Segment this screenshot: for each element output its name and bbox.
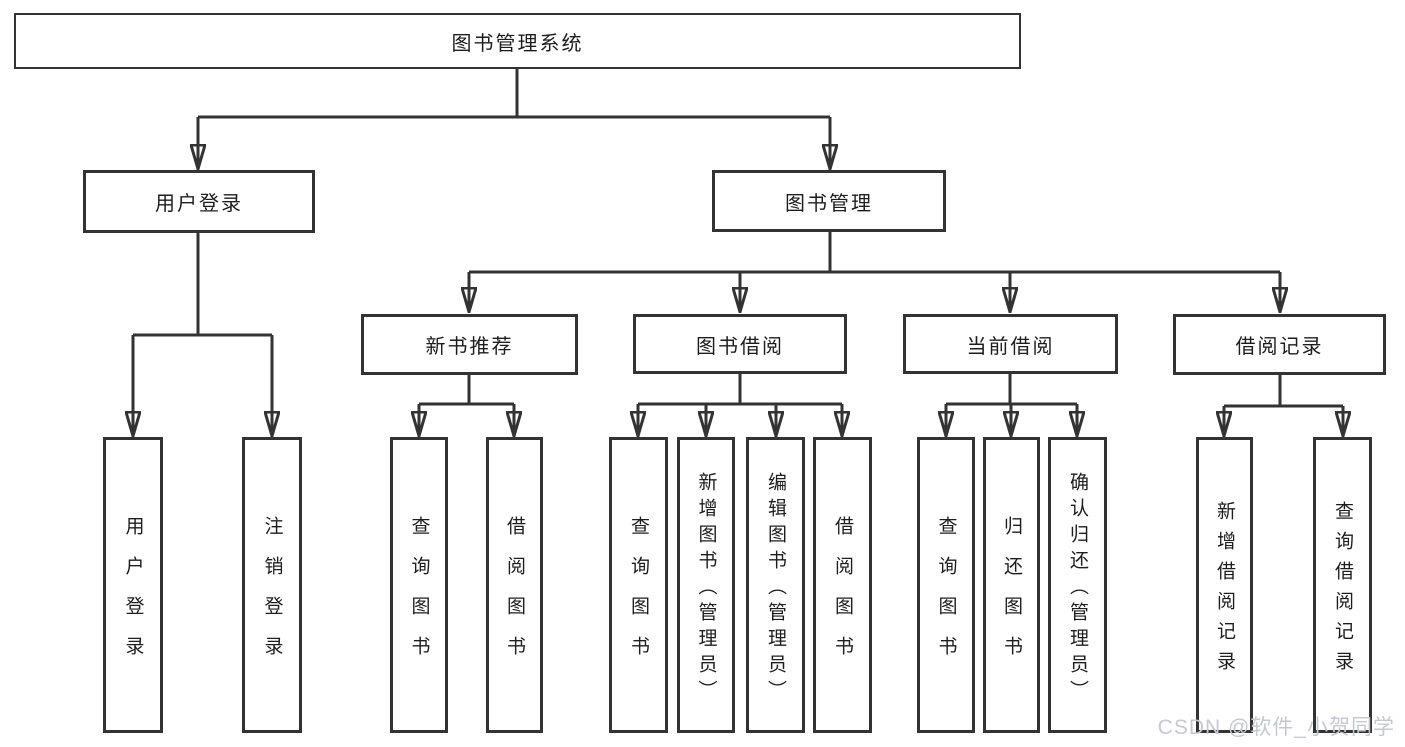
leaf-add-borrow-record: 新增借阅记录 <box>1196 437 1253 733</box>
trunk-new-book-recommend <box>419 375 514 406</box>
leaf-borrow-books-1-label: 借阅图书 <box>504 515 525 676</box>
node-root: 图书管理系统 <box>14 13 1021 69</box>
node-borrow-records-label: 借阅记录 <box>1235 336 1324 358</box>
leaf-query-books-1: 查询图书 <box>390 437 448 733</box>
leaf-user-login: 用户登录 <box>103 437 163 733</box>
leaf-user-login-label: 用户登录 <box>122 515 144 676</box>
trunk-current-borrow <box>946 374 1077 406</box>
node-borrow-records: 借阅记录 <box>1173 314 1386 375</box>
leaf-edit-book-admin-label: 编辑图书（管理员） <box>765 471 786 706</box>
node-current-borrow: 当前借阅 <box>903 314 1118 374</box>
trunk-book-borrow <box>638 374 842 406</box>
node-root-label: 图书管理系统 <box>451 32 584 55</box>
leaf-query-borrow-record-label: 查询借阅记录 <box>1332 500 1353 681</box>
leaf-borrow-books-2-label: 借阅图书 <box>832 515 853 676</box>
trunk-root <box>198 69 830 119</box>
node-user-login: 用户登录 <box>83 170 315 233</box>
leaf-query-borrow-record: 查询借阅记录 <box>1313 437 1372 733</box>
node-book-borrow: 图书借阅 <box>633 314 847 374</box>
trunk-borrow-records <box>1224 375 1343 408</box>
leaf-query-books-2: 查询图书 <box>609 437 668 733</box>
node-new-book-recommend-label: 新书推荐 <box>425 336 514 358</box>
leaf-query-books-3: 查询图书 <box>917 437 975 733</box>
leaf-confirm-return-admin: 确认归还（管理员） <box>1048 437 1107 733</box>
node-user-login-label: 用户登录 <box>155 193 243 215</box>
leaf-borrow-books-1: 借阅图书 <box>486 437 543 733</box>
node-new-book-recommend: 新书推荐 <box>361 314 578 375</box>
trunk-user-login <box>133 233 272 337</box>
leaf-add-book-admin: 新增图书（管理员） <box>677 437 735 733</box>
leaf-return-books-label: 归还图书 <box>1001 515 1022 676</box>
leaf-return-books: 归还图书 <box>983 437 1040 733</box>
csdn-watermark: CSDN @软件_小贺同学 <box>1157 716 1395 739</box>
trunk-book-management <box>469 232 1280 274</box>
node-current-borrow-label: 当前借阅 <box>966 335 1055 358</box>
leaf-confirm-return-admin-label: 确认归还（管理员） <box>1067 471 1088 706</box>
leaf-borrow-books-2: 借阅图书 <box>813 437 872 733</box>
node-book-management-label: 图书管理 <box>785 192 873 215</box>
leaf-logout-login: 注销登录 <box>242 437 302 733</box>
leaf-add-borrow-record-label: 新增借阅记录 <box>1214 500 1235 681</box>
leaf-query-books-1-label: 查询图书 <box>408 515 430 676</box>
leaf-edit-book-admin: 编辑图书（管理员） <box>746 437 805 733</box>
leaf-add-book-admin-label: 新增图书（管理员） <box>695 471 717 706</box>
leaf-query-books-3-label: 查询图书 <box>935 515 957 676</box>
leaf-query-books-2-label: 查询图书 <box>628 515 649 676</box>
leaf-logout-login-label: 注销登录 <box>261 515 283 676</box>
node-book-management: 图书管理 <box>712 170 946 232</box>
node-book-borrow-label: 图书借阅 <box>696 335 784 358</box>
